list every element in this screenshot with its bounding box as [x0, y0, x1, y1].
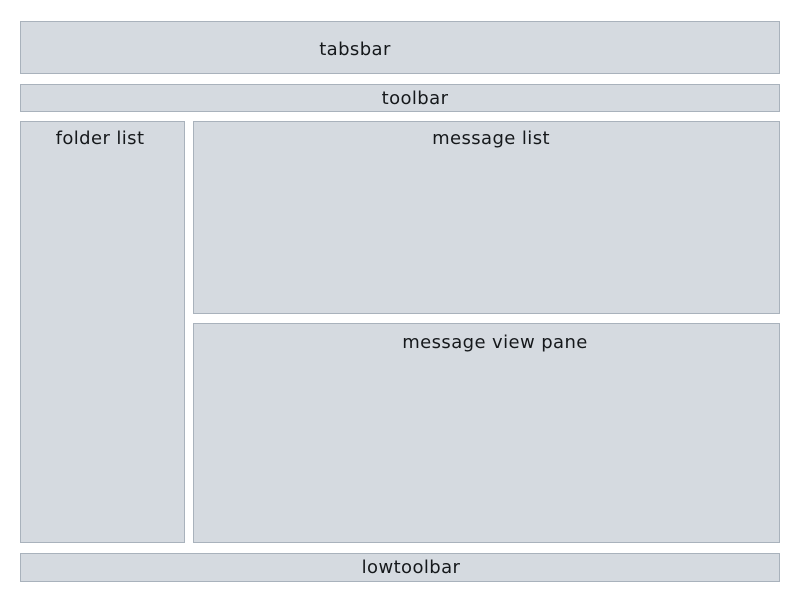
lowtoolbar-label: lowtoolbar: [361, 557, 461, 578]
message-list-panel: message list: [193, 121, 780, 314]
toolbar-panel: toolbar: [20, 84, 780, 112]
message-view-pane-label: message view pane: [402, 332, 588, 353]
message-list-label: message list: [432, 128, 550, 149]
message-view-pane-panel: message view pane: [193, 323, 780, 543]
folder-list-panel: folder list: [20, 121, 185, 543]
tabsbar-panel: tabsbar: [20, 21, 780, 74]
toolbar-label: toolbar: [381, 88, 449, 109]
tabsbar-label: tabsbar: [319, 39, 391, 60]
lowtoolbar-panel: lowtoolbar: [20, 553, 780, 582]
folder-list-label: folder list: [55, 128, 145, 149]
